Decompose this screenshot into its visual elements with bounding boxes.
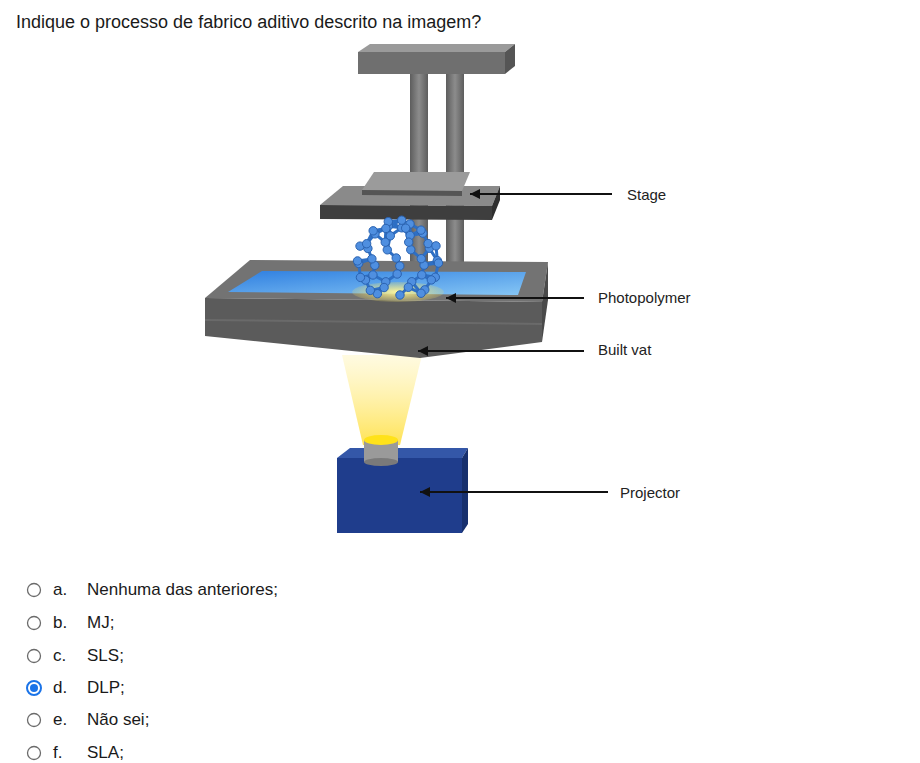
molecule-atom	[353, 257, 361, 265]
leader-lines	[418, 194, 612, 492]
molecule-atom	[393, 270, 401, 278]
molecule-atom	[369, 271, 377, 279]
option-letter: a.	[53, 580, 67, 600]
molecule-atom	[369, 227, 377, 235]
molecule-atom	[417, 226, 425, 234]
leader-heads	[418, 189, 480, 497]
molecule-atom	[427, 276, 435, 284]
molecule-atom	[380, 283, 388, 291]
option-text: Nenhuma das anteriores;	[87, 580, 278, 600]
option-text: MJ;	[87, 613, 114, 633]
build-vat	[205, 260, 548, 358]
printed-part	[353, 216, 442, 299]
molecule-atom	[398, 216, 406, 224]
molecule-atom	[417, 254, 425, 262]
option-letter: c.	[53, 646, 66, 666]
part-label: Built vat	[598, 341, 651, 359]
radio-buttons	[28, 584, 41, 760]
question-title: Indique o processo de fabrico aditivo de…	[16, 11, 481, 33]
molecule-atom	[396, 291, 404, 299]
molecule-atom	[432, 242, 440, 250]
part-label: Photopolymer	[598, 289, 691, 307]
top-plate	[358, 44, 515, 74]
molecule-atom	[407, 246, 415, 254]
cure-glow	[352, 282, 444, 302]
projector-body	[337, 435, 468, 533]
option-text: SLA;	[87, 743, 124, 763]
stage-platform	[320, 172, 500, 220]
option-text: Não sei;	[87, 710, 149, 730]
molecule-atom	[434, 259, 442, 267]
option-letter: e.	[53, 710, 67, 730]
molecule-atom	[401, 224, 409, 232]
molecule-atom	[381, 238, 389, 246]
molecule-atom	[404, 283, 412, 291]
radio-selected	[27, 681, 41, 695]
molecule-atom	[417, 289, 425, 297]
option-text: DLP;	[87, 678, 125, 698]
molecule-atom	[366, 286, 374, 294]
light-beam	[342, 355, 422, 445]
molecule-atom	[362, 240, 370, 248]
molecule-atom	[396, 262, 404, 270]
molecule-atom	[382, 224, 390, 232]
part-label: Stage	[627, 186, 666, 204]
molecule-atom	[368, 255, 376, 263]
molecule-atom	[383, 246, 391, 254]
option-letter: f.	[53, 743, 62, 763]
molecule-atom	[392, 254, 400, 262]
molecule-atom	[356, 273, 364, 281]
option-letter: d.	[53, 678, 67, 698]
molecule-atom	[424, 239, 432, 247]
part-label: Projector	[620, 484, 680, 502]
option-text: SLS;	[87, 646, 124, 666]
option-letter: b.	[53, 613, 67, 633]
molecule-atom	[405, 238, 413, 246]
molecule-atom	[418, 271, 426, 279]
